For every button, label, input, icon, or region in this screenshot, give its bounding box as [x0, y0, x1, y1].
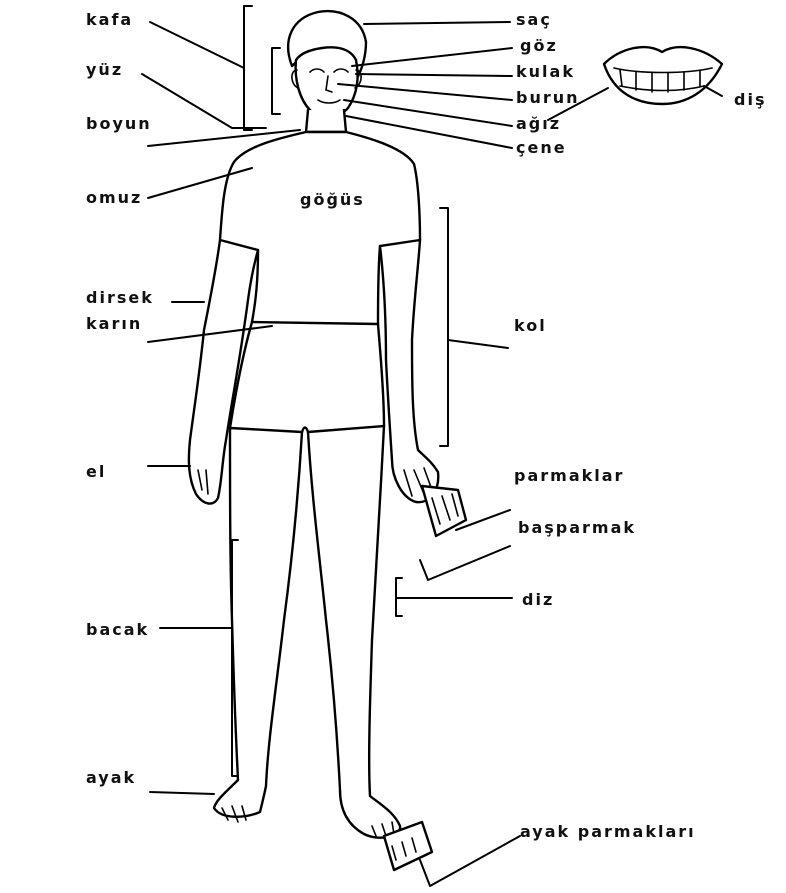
label-dirsek: dirsek	[86, 290, 154, 306]
label-yuz: yüz	[86, 62, 123, 78]
yuz-bracket	[272, 48, 280, 114]
ayak-parmaklari-line	[420, 836, 520, 886]
label-cene: çene	[516, 140, 567, 156]
lips-inset-shape	[604, 47, 722, 104]
sac-line	[364, 22, 510, 24]
right-arm-shape	[380, 240, 438, 502]
label-bacak: bacak	[86, 622, 149, 638]
label-parmaklar: parmaklar	[514, 468, 624, 484]
label-sac: saç	[516, 12, 552, 28]
kol-line	[448, 340, 508, 348]
label-kol: kol	[514, 318, 547, 334]
label-omuz: omuz	[86, 190, 142, 206]
label-kafa: kafa	[86, 12, 133, 28]
kulak-line	[356, 74, 512, 76]
label-burun: burun	[516, 90, 580, 106]
label-el: el	[86, 464, 106, 480]
ayak-line	[150, 792, 214, 794]
label-basparmak: başparmak	[518, 520, 636, 536]
yuz-line	[142, 74, 266, 128]
kafa-line	[150, 22, 244, 68]
label-dis: diş	[734, 92, 766, 108]
goz-line	[352, 48, 512, 66]
label-ayak-parmaklari: ayak parmakları	[520, 824, 696, 840]
right-leg-shape	[308, 426, 400, 838]
shorts-shape	[230, 322, 384, 435]
label-diz: diz	[522, 592, 554, 608]
kol-bracket	[440, 208, 448, 446]
neck-shape	[306, 110, 346, 132]
label-gogus: göğüs	[300, 192, 365, 208]
agiz-line	[344, 100, 512, 126]
label-boyun: boyun	[86, 116, 152, 132]
left-leg-shape	[214, 428, 302, 817]
parmaklar-line	[420, 546, 510, 580]
kafa-bracket	[244, 6, 252, 130]
label-agiz: ağız	[516, 116, 561, 132]
label-goz: göz	[520, 38, 558, 54]
dis-line	[704, 86, 722, 96]
label-karin: karın	[86, 316, 142, 332]
label-ayak: ayak	[86, 770, 136, 786]
label-kulak: kulak	[516, 64, 575, 80]
burun-line	[338, 84, 512, 100]
